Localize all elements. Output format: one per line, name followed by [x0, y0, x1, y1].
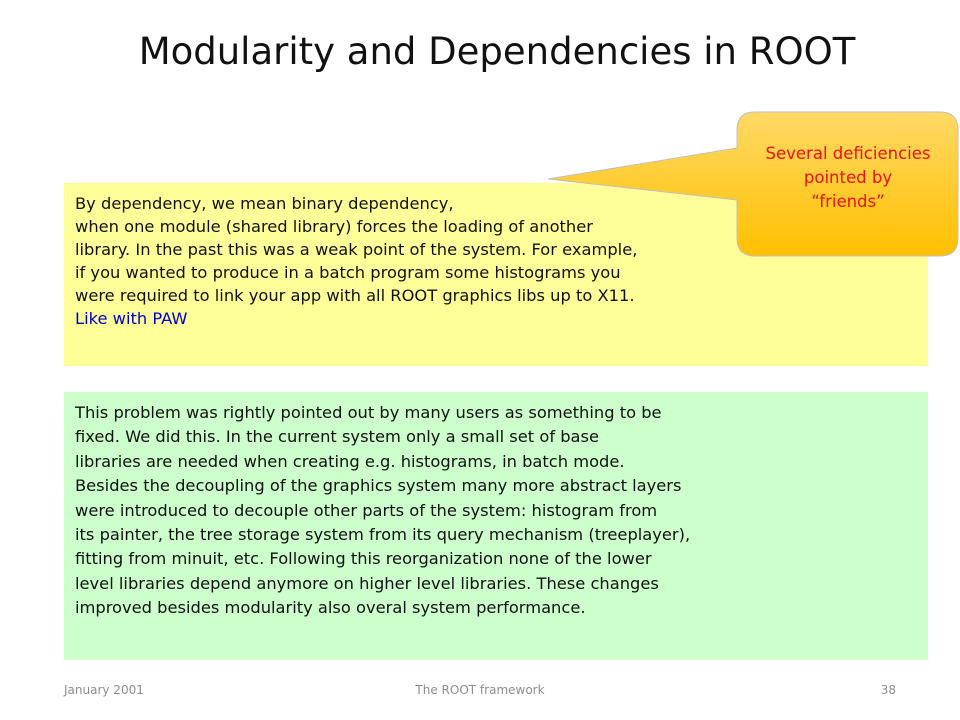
- callout-line: Several deficiencies: [765, 144, 931, 163]
- callout-text: Several deficiencies pointed by “friends…: [738, 142, 958, 214]
- footer-title: The ROOT framework: [415, 683, 545, 697]
- slide-title: Modularity and Dependencies in ROOT: [138, 30, 856, 73]
- dependency-line: when one module (shared library) forces …: [75, 217, 593, 236]
- callout-line: pointed by: [803, 168, 893, 187]
- dependency-line: By dependency, we mean binary dependency…: [75, 194, 454, 213]
- dependency-line: library. In the past this was a weak poi…: [75, 240, 638, 259]
- paw-comparison-line: Like with PAW: [75, 309, 188, 328]
- dependency-line: were required to link your app with all …: [75, 286, 635, 305]
- solution-line: improved besides modularity also overal …: [75, 598, 586, 618]
- solution-line: fixed. We did this. In the current syste…: [75, 427, 600, 447]
- dependency-line: if you wanted to produce in a batch prog…: [75, 263, 621, 282]
- callout-line: “friends”: [811, 192, 885, 211]
- solution-line: libraries are needed when creating e.g. …: [75, 451, 625, 471]
- solution-line: its painter, the tree storage system fro…: [75, 525, 691, 545]
- solution-line: Besides the decoupling of the graphics s…: [75, 476, 682, 496]
- solution-text-box: This problem was rightly pointed out by …: [64, 392, 928, 660]
- solution-line: fitting from minuit, etc. Following this…: [75, 549, 652, 569]
- slide-number: 38: [880, 683, 896, 697]
- footer-date: January 2001: [64, 683, 144, 697]
- solution-line: level libraries depend anymore on higher…: [75, 573, 659, 593]
- solution-line: were introduced to decouple other parts …: [75, 500, 658, 520]
- solution-line: This problem was rightly pointed out by …: [75, 403, 662, 422]
